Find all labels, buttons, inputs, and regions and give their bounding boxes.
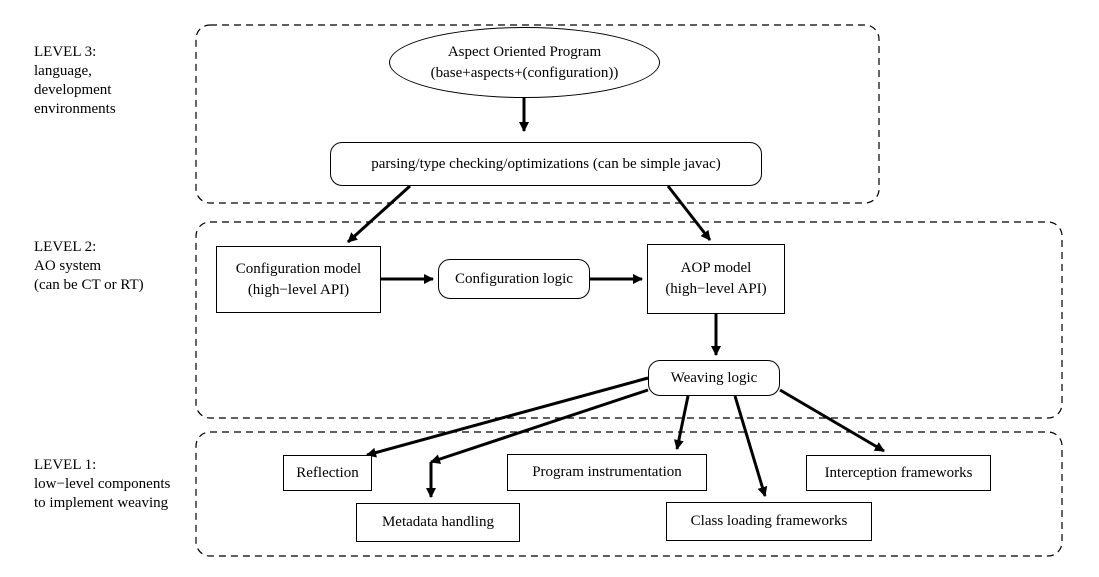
aop-model-line-2: (high−level API)	[665, 281, 767, 297]
arrow-weaving-to-metadata	[430, 388, 649, 464]
interception-frameworks-node: Interception frameworks	[806, 455, 991, 491]
arrow-parsing-to-aop-model	[666, 185, 712, 241]
aop-model-node: AOP model (high−level API)	[647, 244, 785, 314]
level-3-line-1: language,	[34, 63, 92, 79]
metadata-handling-label: Metadata handling	[381, 514, 495, 530]
program-instrumentation-node: Program instrumentation	[507, 454, 707, 491]
level-3-title: LEVEL 3:	[34, 44, 97, 60]
weaving-logic-node: Weaving logic	[648, 360, 780, 396]
level-1-line-1: low−level components	[34, 476, 171, 492]
level-1-title: LEVEL 1:	[34, 457, 97, 473]
configuration-model-line-1: Configuration model	[235, 260, 362, 277]
level-2-title: LEVEL 2:	[34, 239, 97, 255]
arrow-parsing-to-config-model	[346, 184, 412, 244]
aop-program-line-2: (base+aspects+(configuration))	[430, 64, 619, 81]
level-2-label: LEVEL 2: AO system (can be CT or RT)	[34, 238, 144, 295]
arrow-weaving-to-classloading	[733, 395, 768, 497]
parsing-node: parsing/type checking/optimizations (can…	[330, 142, 762, 186]
interception-frameworks-label: Interception frameworks	[824, 464, 973, 481]
arrow-weaving-to-instrumentation	[673, 395, 690, 450]
configuration-logic-label: Configuration logic	[455, 270, 573, 287]
program-instrumentation-label: Program instrumentation	[532, 464, 682, 480]
configuration-model-node: Configuration model (high−level API)	[216, 246, 381, 313]
aop-program-node: Aspect Oriented Program (base+aspects+(c…	[389, 27, 660, 98]
configuration-logic-node: Configuration logic	[438, 259, 590, 299]
level-1-container	[195, 431, 1063, 557]
level-1-label: LEVEL 1: low−level components to impleme…	[34, 456, 170, 513]
level-3-label: LEVEL 3: language, development environme…	[34, 43, 116, 119]
level-3-container	[195, 24, 880, 204]
level-2-container	[195, 221, 1063, 419]
level-3-line-2: development	[34, 82, 112, 98]
level-3-line-3: environments	[34, 101, 116, 117]
configuration-model-line-2: (high−level API)	[247, 281, 350, 298]
weaving-logic-label: Weaving logic	[670, 369, 758, 386]
level-2-line-1: AO system	[34, 258, 102, 274]
reflection-label: Reflection	[296, 464, 359, 481]
arrow-weaving-to-reflection	[366, 376, 649, 458]
level-1-line-2: to implement weaving	[34, 495, 169, 511]
arrow-weaving-to-interception	[779, 388, 885, 453]
metadata-handling-node: Metadata handling	[356, 503, 520, 542]
parsing-label: parsing/type checking/optimizations (can…	[371, 155, 721, 172]
aop-model-line-1: AOP model	[680, 260, 752, 276]
class-loading-node: Class loading frameworks	[666, 502, 872, 541]
class-loading-label: Class loading frameworks	[690, 513, 848, 529]
aop-program-line-1: Aspect Oriented Program	[447, 43, 602, 60]
reflection-node: Reflection	[283, 455, 372, 491]
level-2-line-2: (can be CT or RT)	[34, 277, 144, 293]
